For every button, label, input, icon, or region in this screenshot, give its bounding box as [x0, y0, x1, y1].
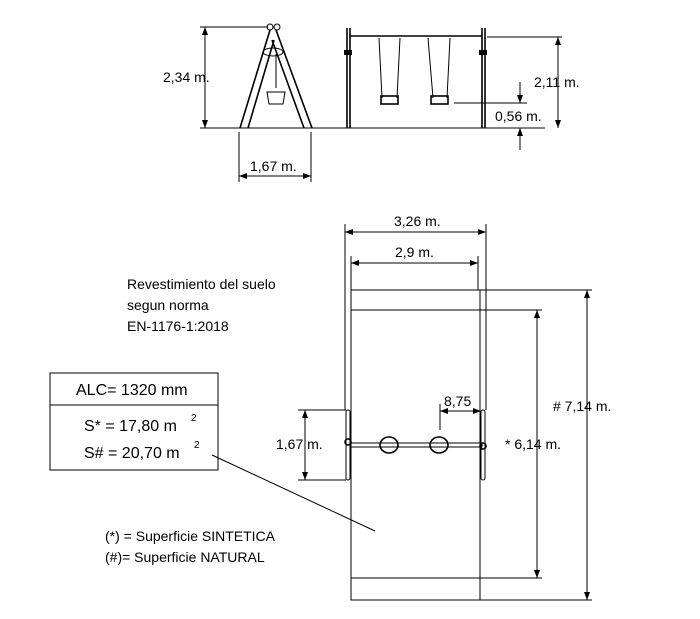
offset-label: 8,75 [444, 393, 471, 409]
beam-plan [349, 442, 483, 448]
right-post-plan [480, 409, 486, 481]
legend-natural: (#)= Superficie NATURAL [105, 549, 265, 565]
plan-view: 3,26 m. 2,9 m. # 7,14 m. * 6,14 m. 1,67 … [276, 213, 611, 601]
side-view: 2,34 m. 1,67 m. [163, 23, 545, 182]
seat-plan-2 [429, 436, 449, 454]
natural-length-label: # 7,14 m. [553, 398, 611, 414]
exp-1: 2 [191, 413, 197, 424]
inner-width-label: 2,9 m. [395, 244, 434, 260]
note-line-2: segun norma [127, 297, 209, 313]
seat-1 [380, 95, 399, 105]
legend-synthetic: (*) = Superficie SINTETICA [105, 528, 276, 544]
note-line-1: Revestimiento del suelo [127, 276, 276, 292]
front-height-label: 2,11 m. [534, 74, 580, 90]
post-width-label: 1,67 m. [276, 436, 323, 452]
seat-2 [430, 95, 449, 105]
a-frame [239, 29, 313, 129]
area-table: ALC= 1320 mm S* = 17,80 m 2 S# = 20,70 m… [49, 372, 376, 532]
exp-2: 2 [194, 440, 200, 451]
baby-seat [266, 91, 286, 105]
leader-line [211, 454, 376, 532]
synthetic-length-label: * 6,14 m. [505, 436, 561, 452]
safety-area-natural [350, 289, 481, 601]
chains [378, 37, 451, 99]
side-width-label: 1,67 m. [250, 158, 297, 174]
posts [346, 28, 486, 128]
side-height-label: 2,34 m. [163, 69, 210, 85]
outer-width-label: 3,26 m. [394, 213, 441, 229]
alc-value: ALC= 1320 mm [76, 382, 188, 399]
synthetic-area: S* = 17,80 m [84, 418, 177, 435]
floor-note: Revestimiento del suelo segun norma EN-1… [127, 276, 276, 334]
legend: (*) = Superficie SINTETICA (#)= Superfic… [105, 528, 276, 565]
front-view: 2,11 m. 0,56 m. [344, 28, 580, 150]
seat-height-label: 0,56 m. [495, 108, 542, 124]
seat-plan-1 [379, 436, 399, 454]
natural-area: S# = 20,70 m [84, 445, 180, 462]
note-line-3: EN-1176-1:2018 [127, 318, 229, 334]
